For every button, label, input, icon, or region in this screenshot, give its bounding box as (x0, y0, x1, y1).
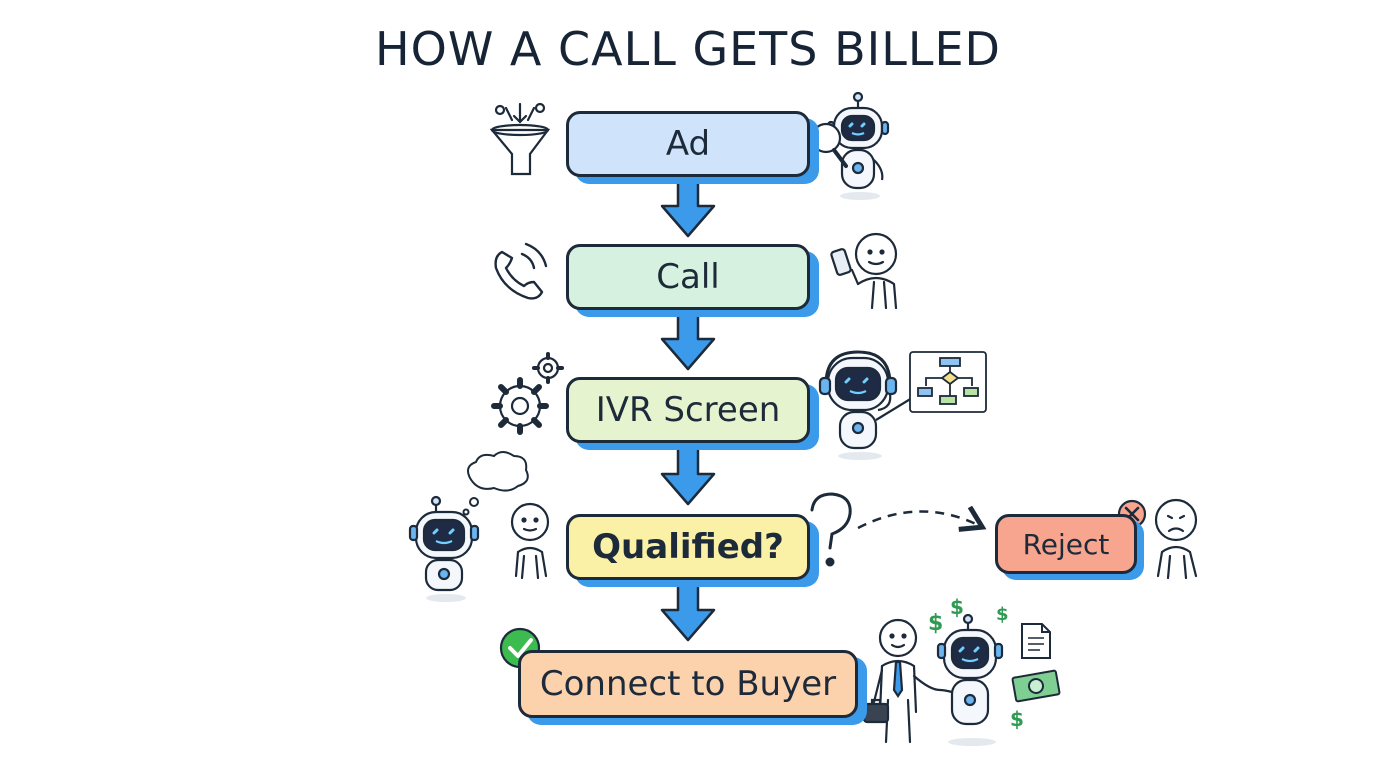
document-icon (1021, 623, 1051, 659)
svg-text:$: $ (996, 604, 1009, 625)
step-qualified-decision: Qualified? (566, 514, 810, 580)
flow-arrow-ad-call (660, 176, 716, 238)
gears-icon (491, 352, 564, 435)
robot-icon-buyer (936, 613, 1004, 746)
dollar-icon: $ $ $ $ (928, 595, 1024, 731)
person-icon-qualified (510, 502, 550, 580)
step-ivr-screen: IVR Screen (566, 377, 810, 443)
step-reject: Reject (995, 514, 1137, 574)
robot-icon-ivr (818, 350, 913, 460)
svg-text:$: $ (928, 611, 943, 636)
question-mark-icon (810, 492, 852, 567)
person-icon-buyer (862, 618, 942, 744)
cash-icon (1011, 669, 1061, 703)
funnel-icon (489, 102, 551, 176)
flow-arrow-ivr-qualified (660, 442, 716, 506)
svg-text:$: $ (1010, 707, 1024, 731)
robot-icon-ad (810, 91, 890, 200)
flowchart-icon (909, 351, 987, 413)
person-icon-sad (1154, 498, 1198, 580)
svg-text:$: $ (950, 595, 964, 619)
flow-arrow-call-ivr (660, 309, 716, 371)
step-call: Call (566, 244, 810, 310)
person-icon-caller (830, 232, 898, 310)
reject-arrow (857, 505, 987, 532)
step-connect-to-buyer: Connect to Buyer (518, 650, 858, 718)
thought-bubble-icon (462, 451, 529, 516)
robot-icon-qualified (408, 495, 480, 602)
step-ad: Ad (566, 111, 810, 177)
phone-icon (494, 242, 548, 300)
flow-arrow-qualified-connect (660, 579, 716, 642)
diagram-title: HOW A CALL GETS BILLED (375, 22, 1001, 76)
